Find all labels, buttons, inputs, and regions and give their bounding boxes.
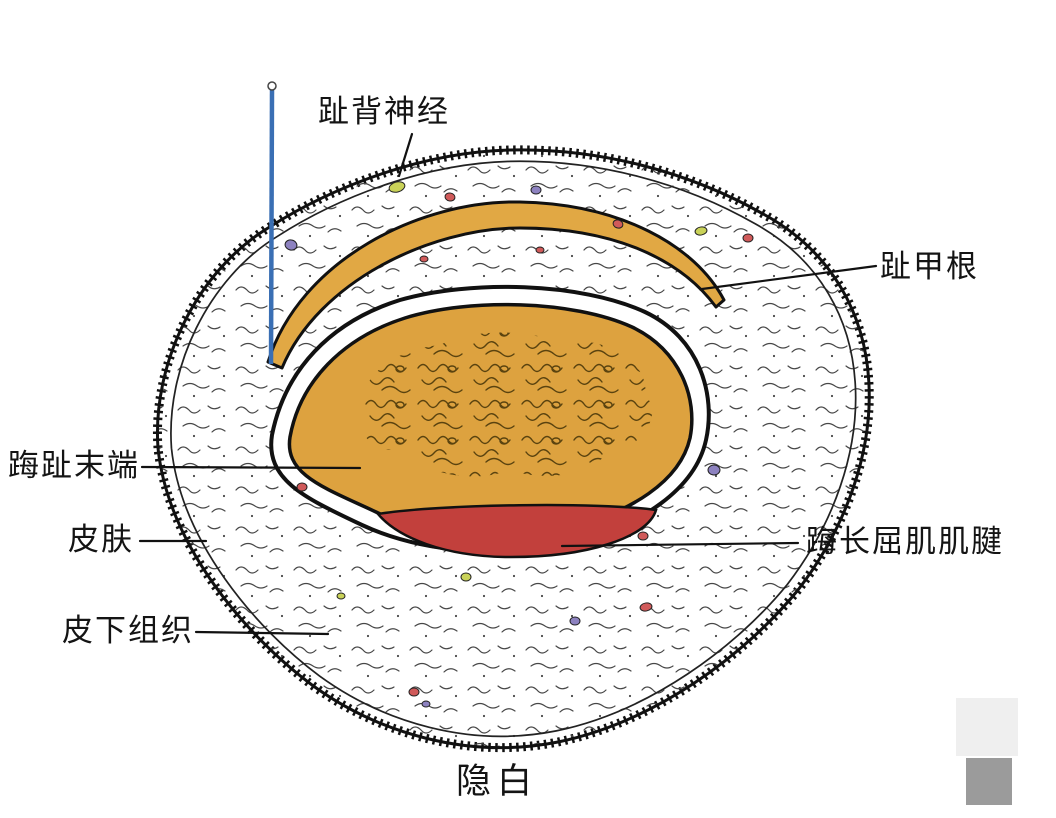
vessel-dot bbox=[421, 700, 431, 708]
vessel-dot bbox=[444, 192, 456, 202]
vessel-dot bbox=[296, 482, 308, 492]
vessel-dot bbox=[637, 531, 649, 541]
needle-handle-tip bbox=[267, 81, 277, 91]
vessel-dot bbox=[612, 219, 624, 229]
flexor-tendon-shape bbox=[375, 503, 658, 559]
leader-nail-root bbox=[700, 264, 878, 291]
label-nail-root: 趾甲根 bbox=[880, 249, 979, 284]
leader-lines bbox=[138, 132, 878, 636]
leader-toe-tip bbox=[140, 465, 362, 470]
label-flexor-tendon: 踇长屈肌肌腱 bbox=[806, 524, 1004, 559]
vessel-dot bbox=[336, 592, 346, 600]
label-dorsal-nerve: 趾背神经 bbox=[318, 94, 450, 129]
scan-artifact-light bbox=[956, 698, 1018, 756]
vessel-dot bbox=[569, 616, 581, 626]
vessel-dots bbox=[284, 181, 754, 708]
label-skin: 皮肤 bbox=[68, 522, 134, 557]
nail-root-shape bbox=[266, 200, 726, 370]
vessel-dot bbox=[530, 185, 542, 195]
scan-artifact-square bbox=[966, 758, 1012, 805]
label-subcutaneous: 皮下组织 bbox=[62, 613, 194, 648]
bone-scribble-texture bbox=[359, 332, 653, 477]
leader-subcutaneous bbox=[194, 630, 330, 636]
dorsal-nerve-dot bbox=[388, 181, 406, 193]
needle-shaft bbox=[268, 89, 275, 365]
label-toe-tip: 踇趾末端 bbox=[8, 448, 140, 483]
vessel-dot bbox=[535, 246, 545, 254]
vessel-dot bbox=[742, 233, 754, 243]
leader-flexor-tendon bbox=[560, 541, 800, 548]
leader-dorsal-nerve bbox=[397, 132, 414, 178]
vessel-dot bbox=[284, 239, 298, 251]
acupuncture-needle bbox=[267, 81, 277, 365]
caption-yinbai: 隐白 bbox=[456, 762, 539, 801]
bone-capsule bbox=[269, 284, 711, 554]
vessel-dot bbox=[408, 687, 420, 697]
vessel-dot bbox=[694, 226, 708, 236]
vessel-dot bbox=[707, 464, 721, 476]
vessel-dot bbox=[639, 602, 653, 612]
vessel-dot bbox=[419, 255, 429, 263]
vessel-dot bbox=[460, 572, 472, 582]
